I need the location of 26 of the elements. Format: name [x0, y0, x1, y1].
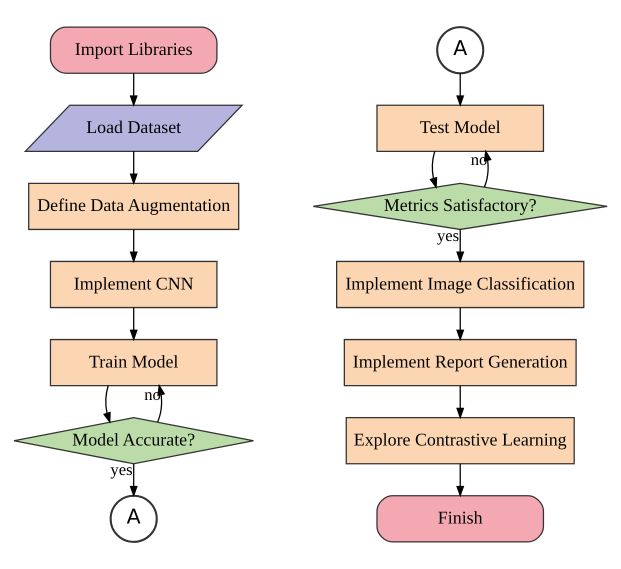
node-box: Implement Image Classification	[336, 260, 584, 308]
node-circle: A	[110, 494, 158, 543]
node-box: Explore Contrastive Learning	[346, 417, 575, 464]
arrow	[103, 386, 111, 424]
arrow	[456, 464, 464, 498]
arrow	[130, 464, 138, 498]
node-box: Import Libraries	[50, 26, 218, 74]
node-diamond: Metrics Satisfactory?	[312, 182, 608, 230]
arrow	[456, 230, 464, 264]
node-circle: A	[436, 26, 484, 74]
arrow	[130, 73, 138, 107]
node-box: Implement CNN	[50, 260, 218, 308]
node-box: Finish	[376, 495, 544, 543]
arrow	[456, 73, 464, 107]
arrow	[429, 151, 438, 189]
node-box: Define Data Augmentation	[28, 182, 240, 230]
arrow	[130, 308, 138, 342]
arrow	[456, 386, 464, 420]
arrow	[456, 308, 464, 342]
arrow	[130, 151, 138, 185]
arrow	[157, 384, 166, 422]
arrow	[130, 230, 138, 264]
node-box: Test Model	[376, 104, 544, 152]
node-box: Implement Report Generation	[344, 338, 577, 386]
node-diamond: Model Accurate?	[13, 417, 254, 464]
node-box: Train Model	[50, 338, 218, 386]
